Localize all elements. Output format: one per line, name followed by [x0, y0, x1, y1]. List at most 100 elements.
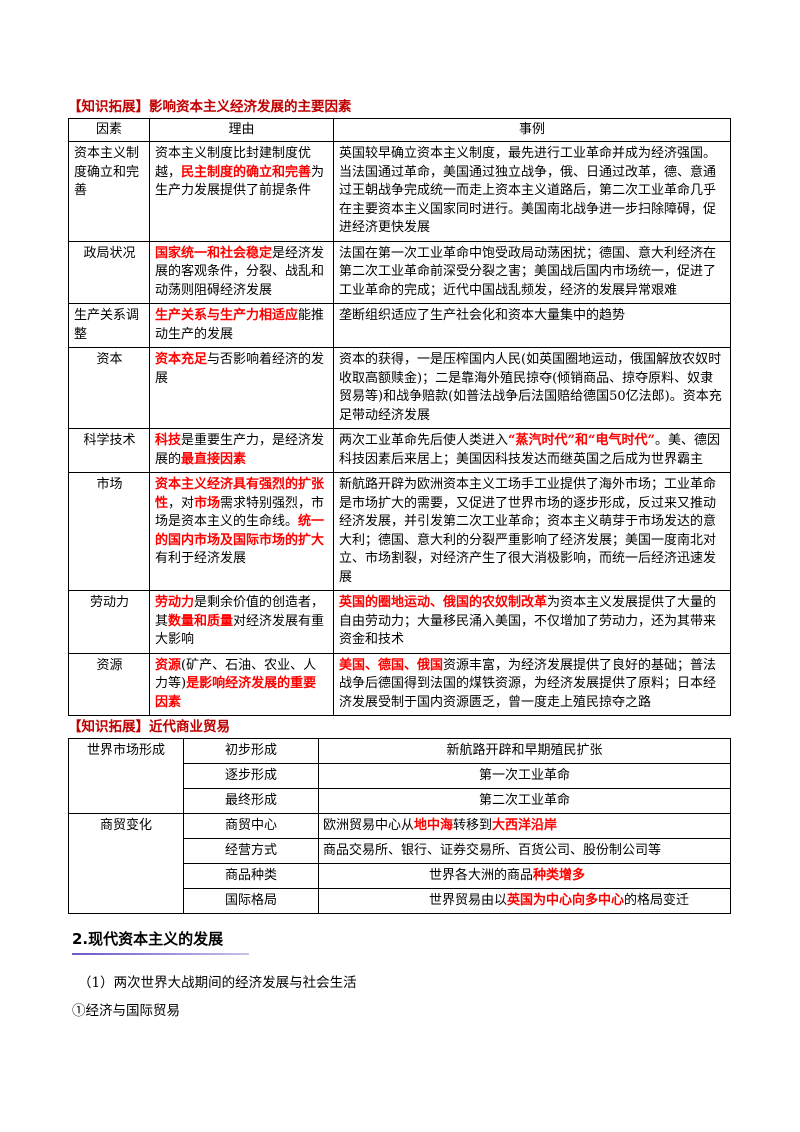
- example-cell: 英国较早确立资本主义制度，最先进行工业革命并成为经济强国。当法国通过革命，美国通…: [333, 141, 731, 242]
- body-text: 世界各大洲的商品: [429, 868, 534, 883]
- reason-cell: 劳动力是剩余价值的创造者，其数量和质量对经济发展有重大影响: [149, 590, 334, 654]
- table-row: 科学技术科技是重要生产力，是经济发展的最直接因素两次工业革命先后使人类进入“蒸汽…: [68, 428, 731, 473]
- factors-table: 因素 理由 事例 资本主义制度确立和完善资本主义制度比封建制度优越，民主制度的确…: [68, 118, 731, 716]
- body-text: 商品交易所、银行、证券交易所、百货公司、股份制公司等: [323, 843, 662, 858]
- example-cell: 垄断组织适应了生产社会化和资本大量集中的趋势: [333, 303, 731, 348]
- factor-cell: 生产关系调整: [68, 303, 150, 348]
- body-text: 有利于经济发展: [155, 551, 247, 566]
- group-label-cell: 世界市场形成: [68, 738, 184, 814]
- detail-cell: 商品交易所、银行、证券交易所、百货公司、股份制公司等: [318, 838, 731, 864]
- table-row: 生产关系调整生产关系与生产力相适应能推动生产的发展垄断组织适应了生产社会化和资本…: [68, 303, 731, 348]
- highlight-text: 统一的国内市场及国际市场的扩大: [155, 514, 325, 548]
- detail-cell: 第二次工业革命: [318, 788, 731, 814]
- body-text: 第一次工业革命: [478, 768, 570, 783]
- body-text: 欧洲贸易中心从: [323, 818, 415, 833]
- body-text: 的格局变迁: [624, 893, 690, 908]
- highlight-text: 地中海: [414, 818, 454, 833]
- factor-cell: 科学技术: [68, 428, 150, 473]
- body-text: 英国较早确立资本主义制度，最先进行工业革命并成为经济强国。当法国通过革命，美国通…: [339, 146, 717, 235]
- detail-cell: 第一次工业革命: [318, 763, 731, 789]
- detail-cell: 欧洲贸易中心从地中海转移到大西洋沿岸: [318, 813, 731, 839]
- sub-label-cell: 经营方式: [183, 838, 319, 864]
- reason-cell: 资本充足与否影响着经济的发展: [149, 347, 334, 429]
- highlight-text: 资本主义经济具有强烈的扩张性: [155, 477, 325, 511]
- factor-cell: 资本: [68, 347, 150, 429]
- table-row: 资本资本充足与否影响着经济的发展资本的获得，一是压榨国内人民(如英国圈地运动，俄…: [68, 347, 731, 429]
- table-row: 资源资源(矿产、石油、农业、人力等)是影响经济发展的重要因素美国、德国、俄国资源…: [68, 652, 731, 716]
- body-text: 是剩余价值的创造者，其: [155, 595, 325, 629]
- body-text: 为资本主义发展提供了大量的自由劳动力；大量移民涌入美国，不仅增加了劳动力，还为其…: [339, 595, 717, 647]
- paragraph-1: （1）两次世界大战期间的经济发展与社会生活: [78, 975, 357, 991]
- table-row: 劳动力劳动力是剩余价值的创造者，其数量和质量对经济发展有重大影响英国的圈地运动、…: [68, 590, 731, 654]
- factor-cell: 市场: [68, 472, 150, 591]
- table-row: 政局状况国家统一和社会稳定是经济发展的客观条件，分裂、战乱和动荡则阻碍经济发展法…: [68, 240, 731, 304]
- title-underline: [72, 953, 250, 955]
- table-row: 经营方式商品交易所、银行、证券交易所、百货公司、股份制公司等: [69, 838, 731, 864]
- body-text: 新航路开辟和早期殖民扩张: [446, 743, 603, 758]
- body-text: 资源丰富，为经济发展提供了良好的基础；普法战争后德国得到法国的煤铁资源，为经济发…: [339, 657, 717, 710]
- table-row: 商品种类世界各大洲的商品种类增多: [69, 863, 731, 889]
- highlight-text: 市场: [194, 495, 221, 511]
- trade-table: 世界市场形成初步形成 新航路开辟和早期殖民扩张逐步形成 第一次工业革命最终形成 第二次…: [68, 738, 731, 914]
- body-text: 与否影响着经济的发展: [155, 352, 325, 386]
- body-text: 垄断组织适应了生产社会化和资本大量集中的趋势: [339, 308, 626, 323]
- section-heading-trade: 【知识拓展】近代商业贸易: [68, 719, 230, 735]
- sub-label-cell: 最终形成: [183, 788, 319, 814]
- header-cell: 理由: [149, 118, 334, 142]
- header-cell: 事例: [333, 118, 731, 142]
- sub-label-cell: 逐步形成: [183, 763, 319, 789]
- body-text: 转移到: [453, 818, 493, 833]
- table-row: 资本主义制度确立和完善资本主义制度比封建制度优越，民主制度的确立和完善为生产力发…: [68, 141, 731, 242]
- body-text: 新航路开辟为欧洲资本主义工场手工业提供了海外市场；工业革命是市场扩大的需要，又促…: [339, 477, 717, 585]
- paragraph-2: ①经济与国际贸易: [72, 1003, 180, 1019]
- sub-label-cell: 初步形成: [183, 738, 319, 764]
- highlight-text: 英国为中心向多中心: [507, 893, 625, 908]
- reason-cell: 资本主义经济具有强烈的扩张性，对市场需求特别强烈，市场是资本主义的生命线。统一的…: [149, 472, 334, 591]
- factor-cell: 劳动力: [68, 590, 150, 654]
- body-text: 。美、德因科技因素后来居上；美国因科技发达而继英国之后成为世界霸主: [339, 433, 720, 467]
- table-row: 世界市场形成初步形成 新航路开辟和早期殖民扩张: [68, 738, 731, 814]
- highlight-text: 种类增多: [533, 868, 586, 883]
- body-text: 法国在第一次工业革命中饱受政局动荡困扰；德国、意大利经济在第二次工业革命前深受分…: [339, 245, 717, 298]
- body-text: 需求特别强烈，市场是资本主义的生命线。: [155, 495, 325, 530]
- highlight-text: 美国、德国、俄国: [339, 657, 444, 673]
- highlight-text: 科技: [155, 433, 182, 448]
- body-text: 能推动生产的发展: [155, 308, 325, 342]
- highlight-text: 数量和质量: [168, 613, 234, 629]
- highlight-text: “蒸汽时代”和“电气时代”: [508, 433, 655, 448]
- table-header-row: 因素 理由 事例: [68, 118, 731, 142]
- sub-label-cell: 商品种类: [183, 863, 319, 889]
- reason-cell: 国家统一和社会稳定是经济发展的客观条件，分裂、战乱和动荡则阻碍经济发展: [149, 240, 334, 304]
- example-cell: 两次工业革命先后使人类进入“蒸汽时代”和“电气时代”。美、德因科技因素后来居上；…: [333, 428, 731, 473]
- body-text: 对经济发展有重大影响: [155, 613, 325, 648]
- highlight-text: 大西洋沿岸: [492, 818, 558, 833]
- body-text: 资本的获得，一是压榨国内人民(如英国圈地运动，俄国解放农奴时收取高额赎金)；二是…: [339, 352, 722, 423]
- highlight-text: 劳动力: [155, 595, 195, 610]
- table-row: 逐步形成 第一次工业革命: [69, 763, 731, 789]
- body-text: 是重要生产力，是经济发展的: [155, 433, 325, 467]
- factor-cell: 资本主义制度确立和完善: [68, 141, 150, 242]
- body-text: 为生产力发展提供了前提条件: [155, 164, 325, 199]
- factor-cell: 政局状况: [68, 240, 150, 304]
- header-cell: 因素: [68, 118, 150, 142]
- sub-label-cell: 商贸中心: [183, 813, 319, 839]
- section-title: 2.现代资本主义的发展: [72, 928, 250, 955]
- body-text: 两次工业革命先后使人类进入: [339, 433, 509, 448]
- highlight-text: 资源: [155, 657, 182, 673]
- table-row: 国际格局世界贸易由以英国为中心向多中心的格局变迁: [69, 888, 731, 914]
- body-text: 资本主义制度比封建制度优越，: [155, 146, 312, 180]
- table-row: 商贸变化商贸中心欧洲贸易中心从地中海转移到大西洋沿岸: [68, 813, 731, 914]
- reason-cell: 资本主义制度比封建制度优越，民主制度的确立和完善为生产力发展提供了前提条件: [149, 141, 334, 242]
- example-cell: 英国的圈地运动、俄国的农奴制改革为资本主义发展提供了大量的自由劳动力；大量移民涌…: [333, 590, 731, 654]
- highlight-text: 最直接因素: [181, 451, 247, 467]
- detail-cell: 世界各大洲的商品种类增多: [318, 863, 731, 889]
- reason-cell: 科技是重要生产力，是经济发展的最直接因素: [149, 428, 334, 473]
- reason-cell: 资源(矿产、石油、农业、人力等)是影响经济发展的重要因素: [149, 652, 334, 716]
- section-heading-factors: 【知识拓展】影响资本主义经济发展的主要因素: [68, 99, 352, 115]
- highlight-text: 资本充足: [155, 352, 208, 367]
- example-cell: 资本的获得，一是压榨国内人民(如英国圈地运动，俄国解放农奴时收取高额赎金)；二是…: [333, 347, 731, 429]
- sub-label-cell: 国际格局: [183, 888, 319, 914]
- detail-cell: 世界贸易由以英国为中心向多中心的格局变迁: [318, 888, 731, 914]
- body-text: 第二次工业革命: [478, 793, 570, 808]
- reason-cell: 生产关系与生产力相适应能推动生产的发展: [149, 303, 334, 348]
